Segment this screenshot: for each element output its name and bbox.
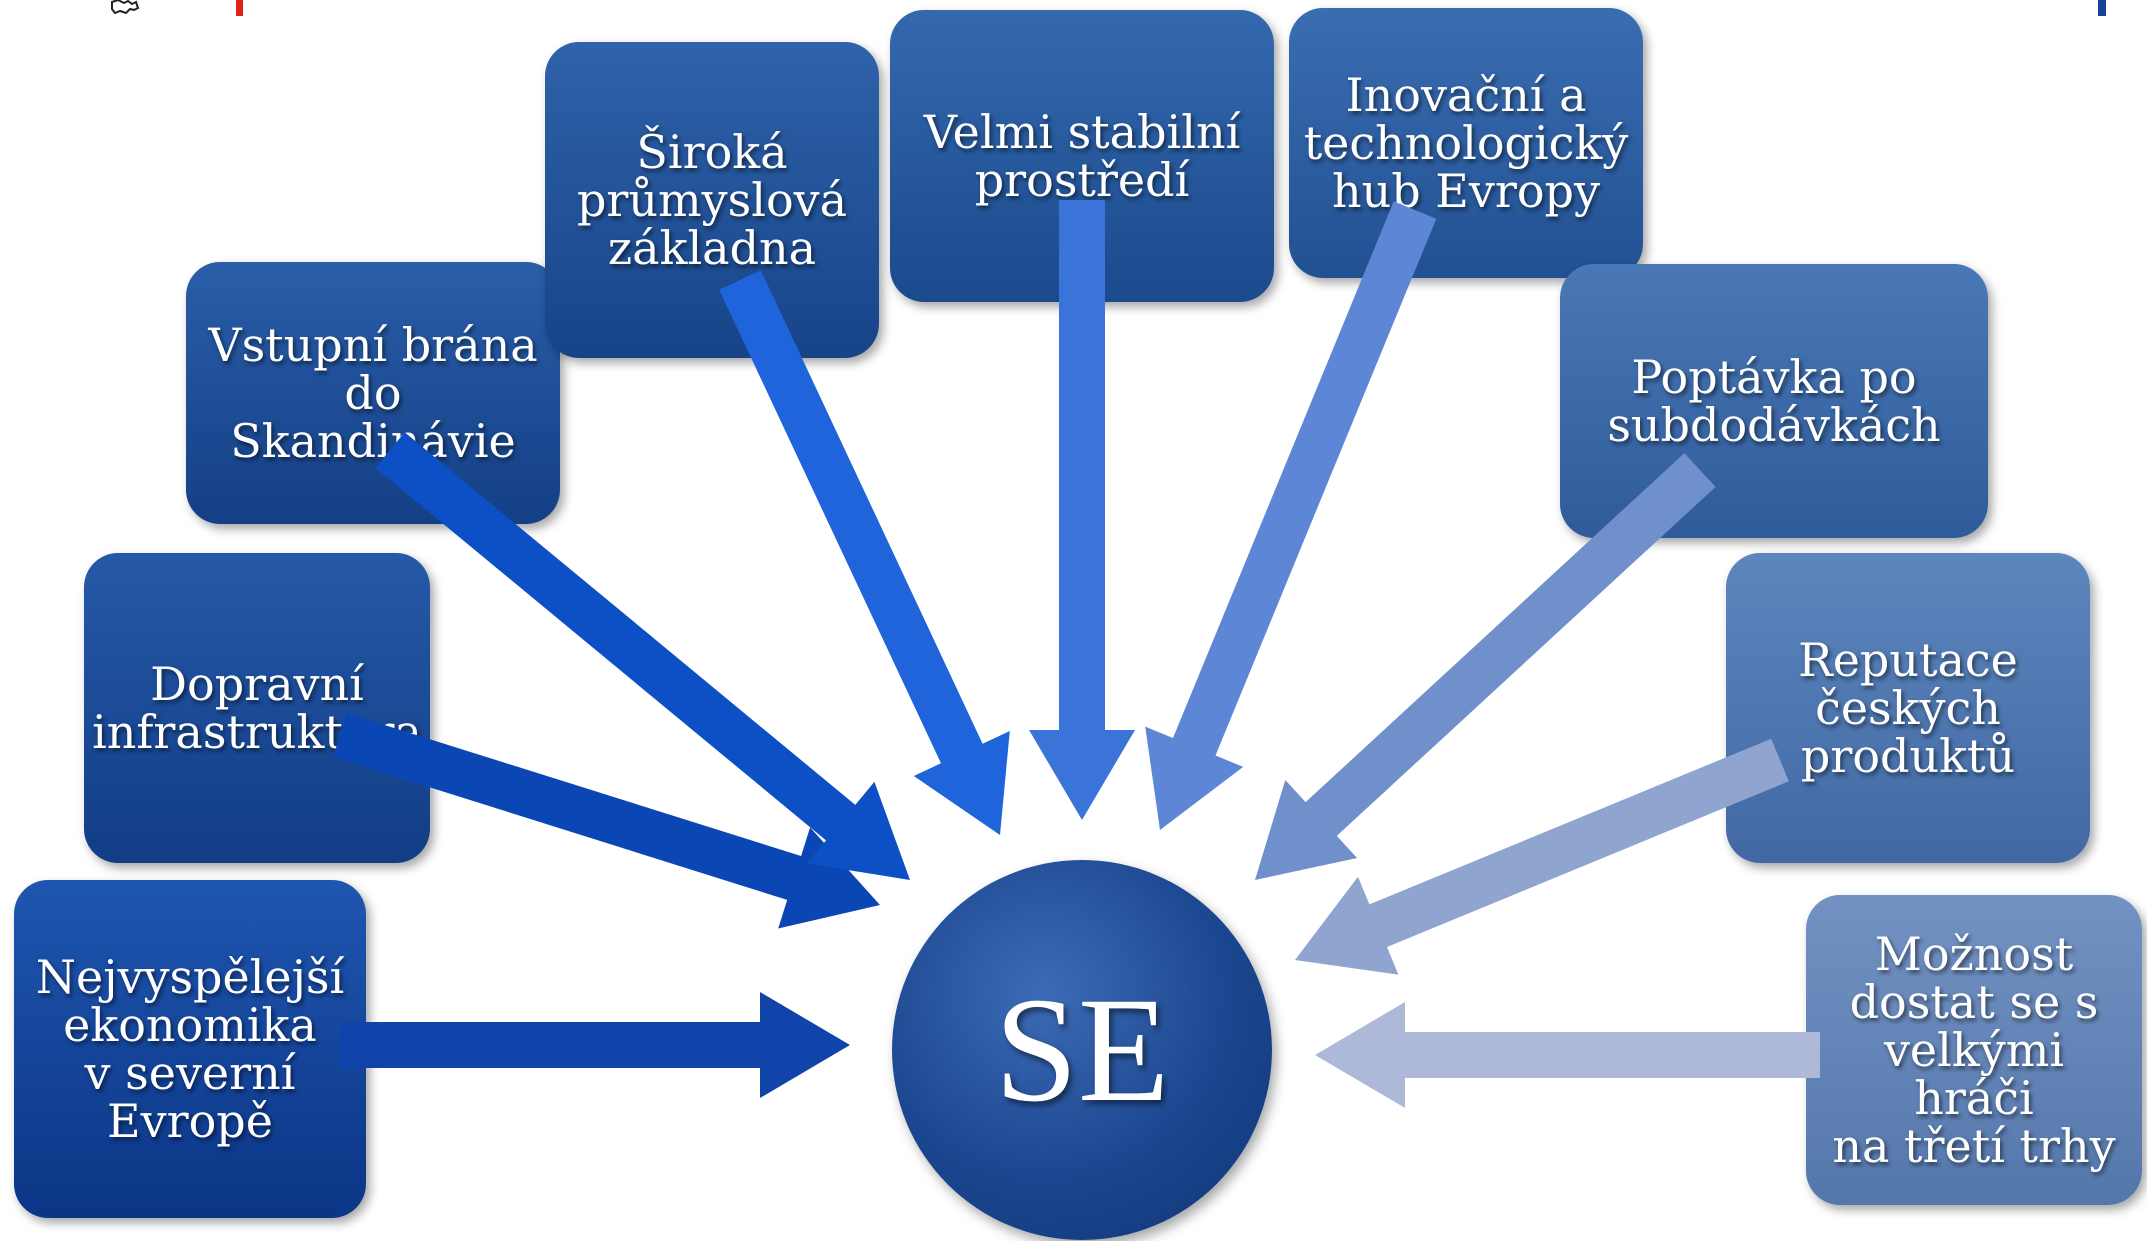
factor-label: Široká průmyslová základna: [576, 125, 848, 275]
flag-stripe-red: [236, 0, 243, 16]
hub-label: SE: [994, 967, 1170, 1133]
factor-box-dopravni: Dopravní infrastruktura: [84, 553, 430, 863]
factor-box-vstupni: Vstupní brána do Skandinávie: [186, 262, 560, 524]
factor-box-poptavka: Poptávka po subdodávkách: [1560, 264, 1988, 538]
factor-label: Vstupní brána do Skandinávie: [208, 318, 538, 468]
factor-label: Velmi stabilní prostředí: [923, 105, 1241, 207]
factor-box-moznost: Možnost dostat se s velkými hráči na tře…: [1806, 895, 2142, 1205]
arrow-reputace: [1295, 738, 1789, 975]
factor-label: Reputace českých produktů: [1798, 633, 2018, 783]
lion-emblem-icon: [106, 0, 146, 16]
factor-box-stabilni: Velmi stabilní prostředí: [890, 10, 1274, 302]
factor-label: Poptávka po subdodávkách: [1607, 350, 1941, 452]
factor-box-nejvyspelejsi: Nejvyspělejší ekonomika v severní Evropě: [14, 880, 366, 1218]
hub-circle: SE: [892, 860, 1272, 1240]
flag-stripe-blue: [2098, 0, 2106, 16]
factor-label: Možnost dostat se s velkými hráči na tře…: [1832, 927, 2116, 1173]
arrow-nejvyspelejsi: [340, 992, 850, 1098]
factor-box-inovacni: Inovační a technologický hub Evropy: [1289, 8, 1643, 278]
factor-label: Dopravní infrastruktura: [92, 657, 422, 759]
arrow-moznost: [1315, 1002, 1820, 1108]
factor-label: Nejvyspělejší ekonomika v severní Evropě: [35, 950, 345, 1148]
factor-box-reputace: Reputace českých produktů: [1726, 553, 2090, 863]
factor-label: Inovační a technologický hub Evropy: [1303, 68, 1629, 218]
factor-box-siroka: Široká průmyslová základna: [545, 42, 879, 358]
